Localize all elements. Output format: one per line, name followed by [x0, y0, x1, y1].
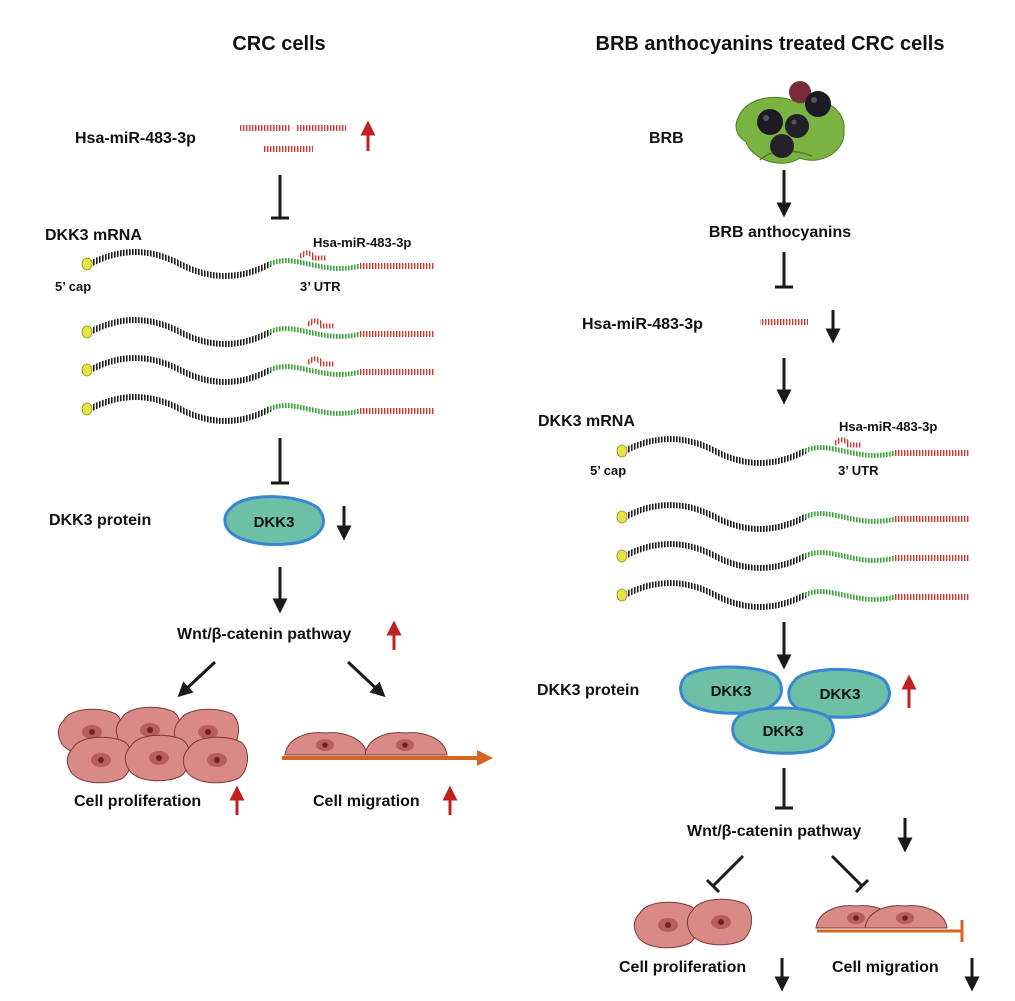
right-dkk3-protein-1: DKK3 — [679, 665, 783, 715]
right-proliferation-label: Cell proliferation — [619, 959, 746, 976]
right-migration-blocked-line — [817, 920, 964, 942]
right-inhibit-protein-to-pathway — [775, 768, 793, 810]
right-utr-label: 3’ UTR — [838, 463, 879, 478]
right-cap-label: 5’ cap — [590, 463, 626, 478]
left-title: CRC cells — [232, 33, 325, 55]
left-mrna-strand-3 — [82, 358, 435, 382]
right-inhibit-to-migration — [830, 854, 870, 894]
left-pathway-label: Wnt/β-catenin pathway — [177, 626, 351, 643]
right-mirna-label: Hsa-miR-483-3p — [582, 316, 703, 333]
left-dkk3-label: DKK3 — [254, 514, 295, 531]
right-dkk3-protein-3: DKK3 — [731, 706, 835, 755]
right-anthocyanins-label: BRB anthocyanins — [709, 224, 851, 241]
left-utr-label: 3’ UTR — [300, 279, 341, 294]
left-mrna-label: DKK3 mRNA — [45, 227, 142, 244]
left-protein-label: DKK3 protein — [49, 512, 151, 529]
right-inhibit-to-proliferation — [705, 854, 745, 894]
right-protein-label: DKK3 protein — [537, 682, 639, 699]
left-panel: CRC cells Hsa-miR-483-3p DKK3 mRNA Hsa-m… — [45, 33, 493, 815]
left-cap-label: 5’ cap — [55, 279, 91, 294]
left-mirna-strands — [240, 125, 346, 152]
left-mirna-label: Hsa-miR-483-3p — [75, 130, 196, 147]
right-mrna-mirna-label: Hsa-miR-483-3p — [839, 419, 937, 434]
right-panel: BRB anthocyanins treated CRC cells BRB B… — [537, 33, 980, 992]
left-mrna-strand-2 — [82, 320, 435, 344]
left-mrna-strand-4 — [82, 397, 435, 421]
right-title: BRB anthocyanins treated CRC cells — [596, 33, 945, 55]
right-mrna-strand-4 — [617, 583, 970, 607]
right-mrna-label: DKK3 mRNA — [538, 413, 635, 430]
left-migration-label: Cell migration — [313, 793, 420, 810]
right-dkk3-label-2: DKK3 — [820, 686, 861, 703]
right-migrating-cells — [815, 905, 948, 929]
right-mrna-strand-3 — [617, 544, 970, 568]
left-proliferating-cells — [57, 706, 249, 784]
right-inhibit-anthocyanins-to-mirna — [775, 252, 793, 289]
right-dkk3-protein-2: DKK3 — [787, 667, 891, 719]
right-mrna-strand-1 — [617, 439, 970, 463]
left-migrating-cells — [284, 732, 448, 756]
right-dkk3-label-1: DKK3 — [711, 683, 752, 700]
left-inhibit-mirna-to-mrna — [271, 175, 289, 220]
right-migration-label: Cell migration — [832, 959, 939, 976]
right-dkk3-label-3: DKK3 — [763, 723, 804, 740]
left-mrna-mirna-label: Hsa-miR-483-3p — [313, 235, 411, 250]
left-dkk3-protein: DKK3 — [223, 495, 325, 546]
left-proliferation-label: Cell proliferation — [74, 793, 201, 810]
right-brb-label: BRB — [649, 130, 684, 147]
left-arrow-to-migration — [346, 660, 386, 698]
left-inhibit-mrna-to-protein — [271, 438, 289, 485]
right-pathway-label: Wnt/β-catenin pathway — [687, 823, 861, 840]
left-arrow-to-proliferation — [177, 660, 217, 698]
blackberry-image — [735, 81, 845, 164]
right-mrna-strand-2 — [617, 505, 970, 529]
left-mrna-strand-1 — [82, 252, 435, 276]
right-proliferating-cells — [633, 898, 753, 949]
